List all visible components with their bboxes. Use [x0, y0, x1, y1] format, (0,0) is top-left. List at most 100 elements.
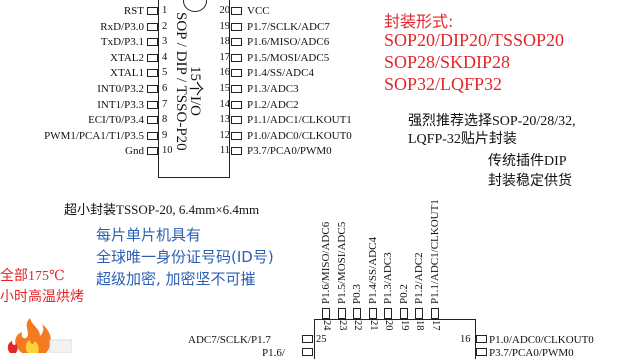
chip2-top-pin-num: 24: [321, 320, 332, 331]
chip20-left-pin-num: 8: [162, 114, 168, 126]
chip20-left-pin: [147, 7, 158, 15]
chip20-right-pin: [231, 85, 242, 93]
recommend-line-3: 传统插件DIP: [488, 154, 567, 169]
chip20-left-pin-num: 6: [162, 83, 168, 94]
chip20-right-pin: [231, 22, 242, 31]
chip20-left-pin-label: PWM1/PCA1/T1/P3.5: [44, 129, 144, 142]
bake-note-line-2: 小时高温烘烤: [0, 290, 84, 305]
chip2-top-pin: [368, 308, 377, 319]
chip20-right-pin-label: P1.1/ADC1/CLKOUT1: [247, 114, 352, 127]
chip20-left-pin-num: 1: [162, 5, 168, 16]
chip2-top-pin-label: P1.6/MISO/ADC6: [320, 221, 332, 304]
chip2-top-pin-num: 21: [367, 320, 379, 331]
chip20-right-pin-num: 14: [219, 98, 231, 110]
chip20-right-pin-num: 15: [219, 83, 231, 94]
chip20-right-pin-label: P3.7/PCA0/PWM0: [247, 145, 332, 158]
chip2-top-pin-num: 20: [383, 320, 394, 331]
chip20-right-pin-num: 20: [219, 5, 231, 16]
chip2-left-pin-2: [302, 348, 313, 356]
chip20-left-pin: [147, 131, 158, 140]
chip20-right-pin: [231, 69, 242, 78]
chip20-right-pin-label: P1.5/MOSI/ADC5: [247, 51, 330, 64]
chip20-right-pin-label: P1.4/SS/ADC4: [247, 67, 314, 80]
chip20-right-pin: [231, 100, 242, 109]
chip20-right-pin-label: P1.6/MISO/ADC6: [247, 36, 330, 49]
chip20-left-pin-label: INT0/P3.2: [97, 83, 144, 95]
chip-lqfp-body: [314, 319, 476, 359]
chip20-right-pin-num: 13: [219, 114, 231, 126]
chip20-left-pin-num: 4: [162, 51, 168, 63]
chip20-left-pin-label: XTAL2: [110, 51, 144, 64]
chip2-top-pin-label: P1.4/SS/ADC4: [366, 237, 379, 304]
chip2-top-pin-num: 23: [336, 320, 348, 331]
chip2-top-pin: [384, 308, 392, 319]
tssop-note: 超小封装TSSOP-20, 6.4mm×6.4mm: [64, 202, 260, 217]
chip20-left-pin-label: Gnd: [125, 145, 144, 158]
chip20-left-pin-num: 10: [162, 145, 173, 157]
package-line-2: SOP28/SKDIP28: [384, 52, 511, 72]
chip20-left-pin-num: 5: [162, 67, 168, 79]
chip20-left-pin-label: TxD/P3.1: [100, 36, 144, 49]
chip20-left-pin-num: 3: [162, 36, 168, 48]
package-line-3: SOP32/LQFP32: [384, 74, 503, 94]
chip20-right-pin: [231, 53, 242, 62]
chip20-left-pin-num: 2: [162, 20, 168, 32]
chip20-right-pin-num: 16: [219, 67, 231, 79]
chip-20pin-body: [158, 0, 230, 178]
chip20-left-pin: [147, 116, 158, 125]
chip2-top-pin-label: P1.1/ADC1/CLKOUT1: [428, 199, 441, 304]
chip2-left-pin: [302, 335, 313, 343]
chip2-right-pin: [476, 335, 487, 343]
chip2-left-pin-num: 25: [316, 334, 327, 345]
recommend-line-1: 强烈推荐选择SOP-20/28/32,: [408, 114, 576, 129]
chip20-left-pin: [147, 85, 158, 93]
chip20-left-pin: [147, 147, 158, 156]
chip20-right-pin-label: P1.0/ADC0/CLKOUT0: [247, 129, 352, 142]
chip20-left-pin: [147, 38, 158, 47]
bake-note-line-1: 全部175℃: [0, 269, 65, 284]
chip2-top-pin-label: P1.3/ADC3: [382, 252, 394, 304]
chip2-top-pin: [399, 308, 408, 319]
chip20-right-pin-num: 19: [219, 20, 231, 32]
chip2-right-pin-partial: P3.7/PCA0/PWM0: [489, 347, 574, 359]
chip2-top-pin-label: P1.2/ADC2: [413, 252, 425, 304]
chip2-top-pin-num: 17: [429, 320, 441, 331]
chip20-left-pin-label: RxD/P3.0: [100, 20, 144, 33]
chip20-left-pin-num: 7: [162, 98, 168, 110]
chip2-top-pin-label: P0.3: [351, 284, 363, 304]
chip2-top-pin: [415, 308, 423, 319]
id-note-line-3: 超级加密, 加密坚不可摧: [96, 270, 256, 288]
chip20-right-pin-num: 17: [219, 51, 231, 63]
chip20-left-pin: [147, 100, 158, 109]
chip20-left-pin: [147, 69, 158, 78]
chip20-left-pin-label: XTAL1: [110, 67, 144, 80]
recommend-line-2: LQFP-32贴片封装: [408, 132, 517, 147]
recommend-line-4: 封装稳定供货: [488, 174, 572, 189]
chip20-right-pin: [231, 116, 242, 125]
chip20-right-pin: [231, 147, 242, 156]
chip-io-count: 15个I/O: [187, 66, 203, 116]
chip2-top-pin: [353, 308, 361, 319]
chip20-left-pin-num: 9: [162, 129, 168, 141]
chip2-top-pin-num: 22: [352, 320, 363, 331]
chip2-right-pin-label: P1.0/ADC0/CLKOUT0: [489, 334, 594, 346]
chip20-right-pin-num: 12: [219, 129, 231, 141]
chip20-right-pin: [231, 38, 242, 47]
chip2-top-pin-label: P0.2: [397, 284, 410, 304]
chip2-top-pin-label: P1.5/MOSI/ADC5: [335, 221, 348, 304]
chip2-top-pin-num: 19: [398, 320, 410, 331]
chip20-left-pin: [147, 53, 158, 62]
chip20-right-pin-num: 11: [219, 145, 230, 157]
chip2-top-pin: [337, 308, 346, 319]
chip20-left-pin-label: ECI/T0/P3.4: [88, 114, 144, 127]
flame-icon: [7, 318, 72, 353]
chip2-right-pin-2: [476, 348, 487, 356]
id-note-line-1: 每片单片机具有: [96, 226, 202, 244]
chip2-top-pin-num: 18: [414, 320, 425, 331]
chip20-left-pin-label: INT1/P3.3: [97, 98, 144, 111]
package-title: 封装形式:: [384, 12, 454, 31]
chip20-right-pin-num: 18: [219, 36, 231, 48]
chip2-left-pin-partial: P1.6/: [262, 347, 285, 359]
chip20-left-pin-label: RST: [123, 5, 144, 17]
chip20-right-pin-label: P1.7/SCLK/ADC7: [247, 20, 330, 33]
